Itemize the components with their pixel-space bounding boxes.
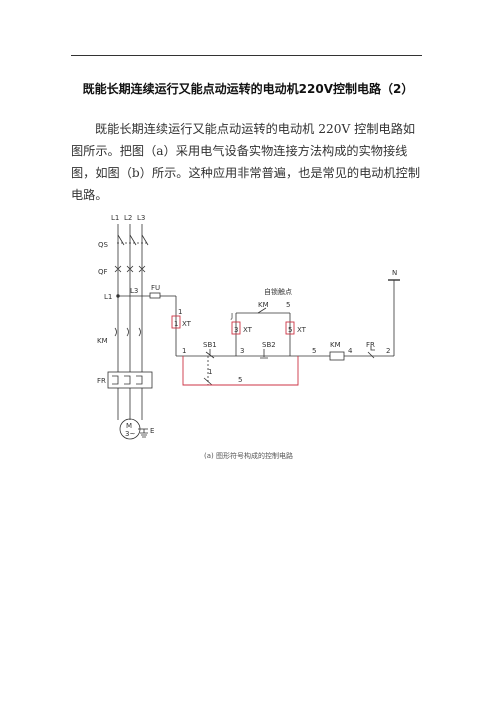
label-motor-phase: 3~ <box>125 430 135 438</box>
red-jog-wire <box>182 356 299 386</box>
label-node-2: 2 <box>386 347 390 355</box>
label-l3-tap: L3 <box>130 287 138 295</box>
label-l3: L3 <box>137 214 145 222</box>
earth-icon <box>140 429 148 438</box>
label-node-5a: 5 <box>286 301 290 309</box>
label-xt3: XT <box>243 326 253 334</box>
header-rule <box>71 55 422 56</box>
label-node-1b: 1 <box>182 347 186 355</box>
label-km-coil: KM <box>330 341 341 349</box>
km-main-contacts-icon <box>114 327 141 337</box>
document-paragraph: 既能长期连续运行又能点动运转的电动机 220V 控制电路如图所示。把图（a）采用… <box>71 122 421 202</box>
label-km-self-lock: KM <box>258 301 269 309</box>
label-l1-tap: L1 <box>104 293 112 301</box>
qs-contact-2 <box>129 234 137 246</box>
label-qf: QF <box>98 268 108 276</box>
qf-breaker-icon <box>114 265 146 273</box>
xt3-terminal <box>231 321 241 335</box>
label-node-4: 4 <box>348 347 353 355</box>
label-sb1: SB1 <box>203 341 217 349</box>
label-node-1a: 1 <box>178 308 182 316</box>
fr-contact-icon <box>367 346 375 359</box>
junction-dot <box>116 294 120 298</box>
label-node-5c: 5 <box>238 376 242 384</box>
label-sb2: SB2 <box>262 341 276 349</box>
label-motor: M <box>126 422 132 430</box>
qs-contact-3 <box>141 234 149 246</box>
label-xt1-num: 1 <box>174 320 178 328</box>
diagram-caption: (a) 图形符号构成的控制电路 <box>204 451 293 460</box>
label-xt5-num: 5 <box>288 326 292 334</box>
label-node-3: 3 <box>240 347 244 355</box>
km-coil-icon <box>329 351 345 361</box>
xt5-terminal <box>285 321 295 335</box>
label-l2: L2 <box>124 214 132 222</box>
fu-fuse-icon <box>149 292 161 299</box>
label-fr-main: FR <box>97 377 106 385</box>
label-fr-contact: FR <box>366 341 375 349</box>
sb1-button-icon <box>205 349 215 359</box>
fr-heater-icon <box>112 375 143 385</box>
label-fu: FU <box>151 284 160 292</box>
label-xt3-num: 3 <box>234 326 238 334</box>
label-xt5: XT <box>297 326 307 334</box>
sb2-button-icon <box>260 349 268 359</box>
label-qs: QS <box>98 241 109 249</box>
qs-contact-1 <box>117 234 125 246</box>
label-earth: E <box>150 427 154 435</box>
label-node-j: J <box>230 312 233 320</box>
label-l1: L1 <box>111 214 119 222</box>
sb1-nc-contact-icon <box>203 377 213 386</box>
label-xt1: XT <box>182 320 192 328</box>
label-self-lock: 自锁触点 <box>264 287 292 296</box>
km-self-lock-contact-icon <box>257 307 267 314</box>
label-node-5b: 5 <box>312 347 316 355</box>
document-title: 既能长期连续运行又能点动运转的电动机220V控制电路（2） <box>82 82 414 96</box>
label-node-1c: 1 <box>208 368 212 376</box>
label-n: N <box>392 269 397 277</box>
label-km-main: KM <box>97 337 108 345</box>
xt1-terminal <box>171 315 181 329</box>
